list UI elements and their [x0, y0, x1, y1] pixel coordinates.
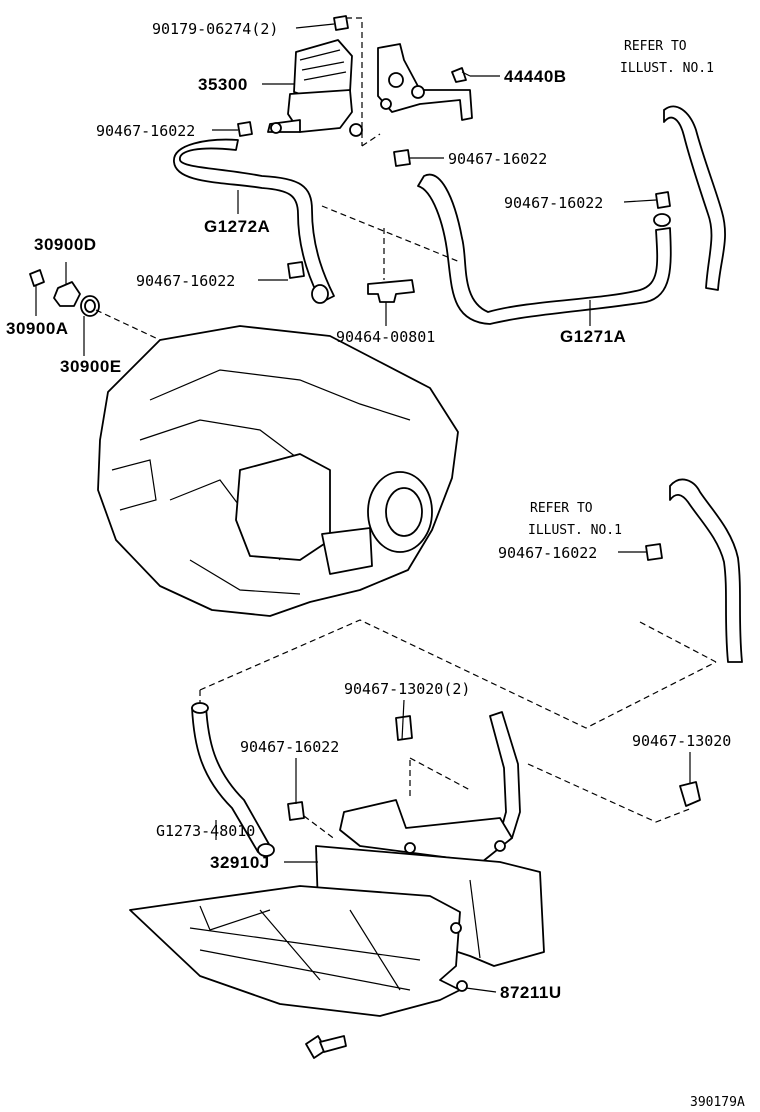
clip-90467-13020	[679, 781, 701, 807]
plug-30900A	[29, 269, 45, 287]
label-87211U: 87211U	[500, 983, 562, 1002]
label-G1272A: G1272A	[204, 217, 270, 236]
cover-87211U	[129, 885, 468, 1017]
hose-G1273-48010	[191, 702, 275, 857]
label-90467-16022-d: 90467-16022	[504, 194, 603, 212]
ring-30900E	[80, 295, 100, 317]
label-90467-16022-e: 90467-16022	[240, 738, 339, 756]
label-32910J: 32910J	[210, 853, 270, 872]
label-90464-00801: 90464-00801	[336, 328, 435, 346]
label-90467-16022-f: 90467-16022	[498, 544, 597, 562]
refer-upper-line1: REFER TO	[624, 39, 687, 54]
bolt-bottom	[305, 1035, 347, 1059]
clip-90467-e	[287, 801, 305, 821]
label-90467-16022-a: 90467-16022	[96, 122, 195, 140]
transaxle-housing	[97, 325, 459, 617]
label-G1273-48010: G1273-48010	[156, 822, 255, 840]
label-G1271A: G1271A	[560, 327, 626, 346]
clip-90467-d	[655, 191, 671, 209]
clip-90179-top	[333, 15, 349, 31]
label-90179-06274: 90179-06274(2)	[152, 20, 278, 38]
label-35300: 35300	[198, 75, 248, 94]
hose-G1271A	[417, 173, 672, 325]
clip-90467-a	[237, 121, 253, 137]
seal-30900D	[53, 281, 81, 307]
refer-lower-line2: ILLUST. NO.1	[528, 523, 622, 538]
hose-refer-lower	[669, 478, 743, 663]
refer-upper-line2: ILLUST. NO.1	[620, 61, 714, 76]
bracket-44440B	[377, 43, 473, 121]
clamp-90464	[367, 279, 415, 303]
clip-90467-b	[393, 149, 411, 167]
clip-90467-13020-2	[395, 715, 413, 741]
clip-90467-c	[287, 261, 305, 279]
figure-id: 390179A	[690, 1095, 745, 1110]
label-30900A: 30900A	[6, 319, 69, 338]
label-90467-16022-b: 90467-16022	[448, 150, 547, 168]
vacuum-valve-35300	[267, 39, 363, 137]
refer-lower-line1: REFER TO	[530, 501, 593, 516]
label-90467-13020-2: 90467-13020(2)	[344, 680, 470, 698]
label-30900E: 30900E	[60, 357, 122, 376]
label-30900D: 30900D	[34, 235, 97, 254]
label-90467-16022-c: 90467-16022	[136, 272, 235, 290]
label-44440B: 44440B	[504, 67, 567, 86]
label-90467-13020: 90467-13020	[632, 732, 731, 750]
hose-G1272A	[173, 138, 335, 304]
hose-refer-upper	[663, 105, 726, 291]
clip-90467-f	[645, 543, 663, 561]
